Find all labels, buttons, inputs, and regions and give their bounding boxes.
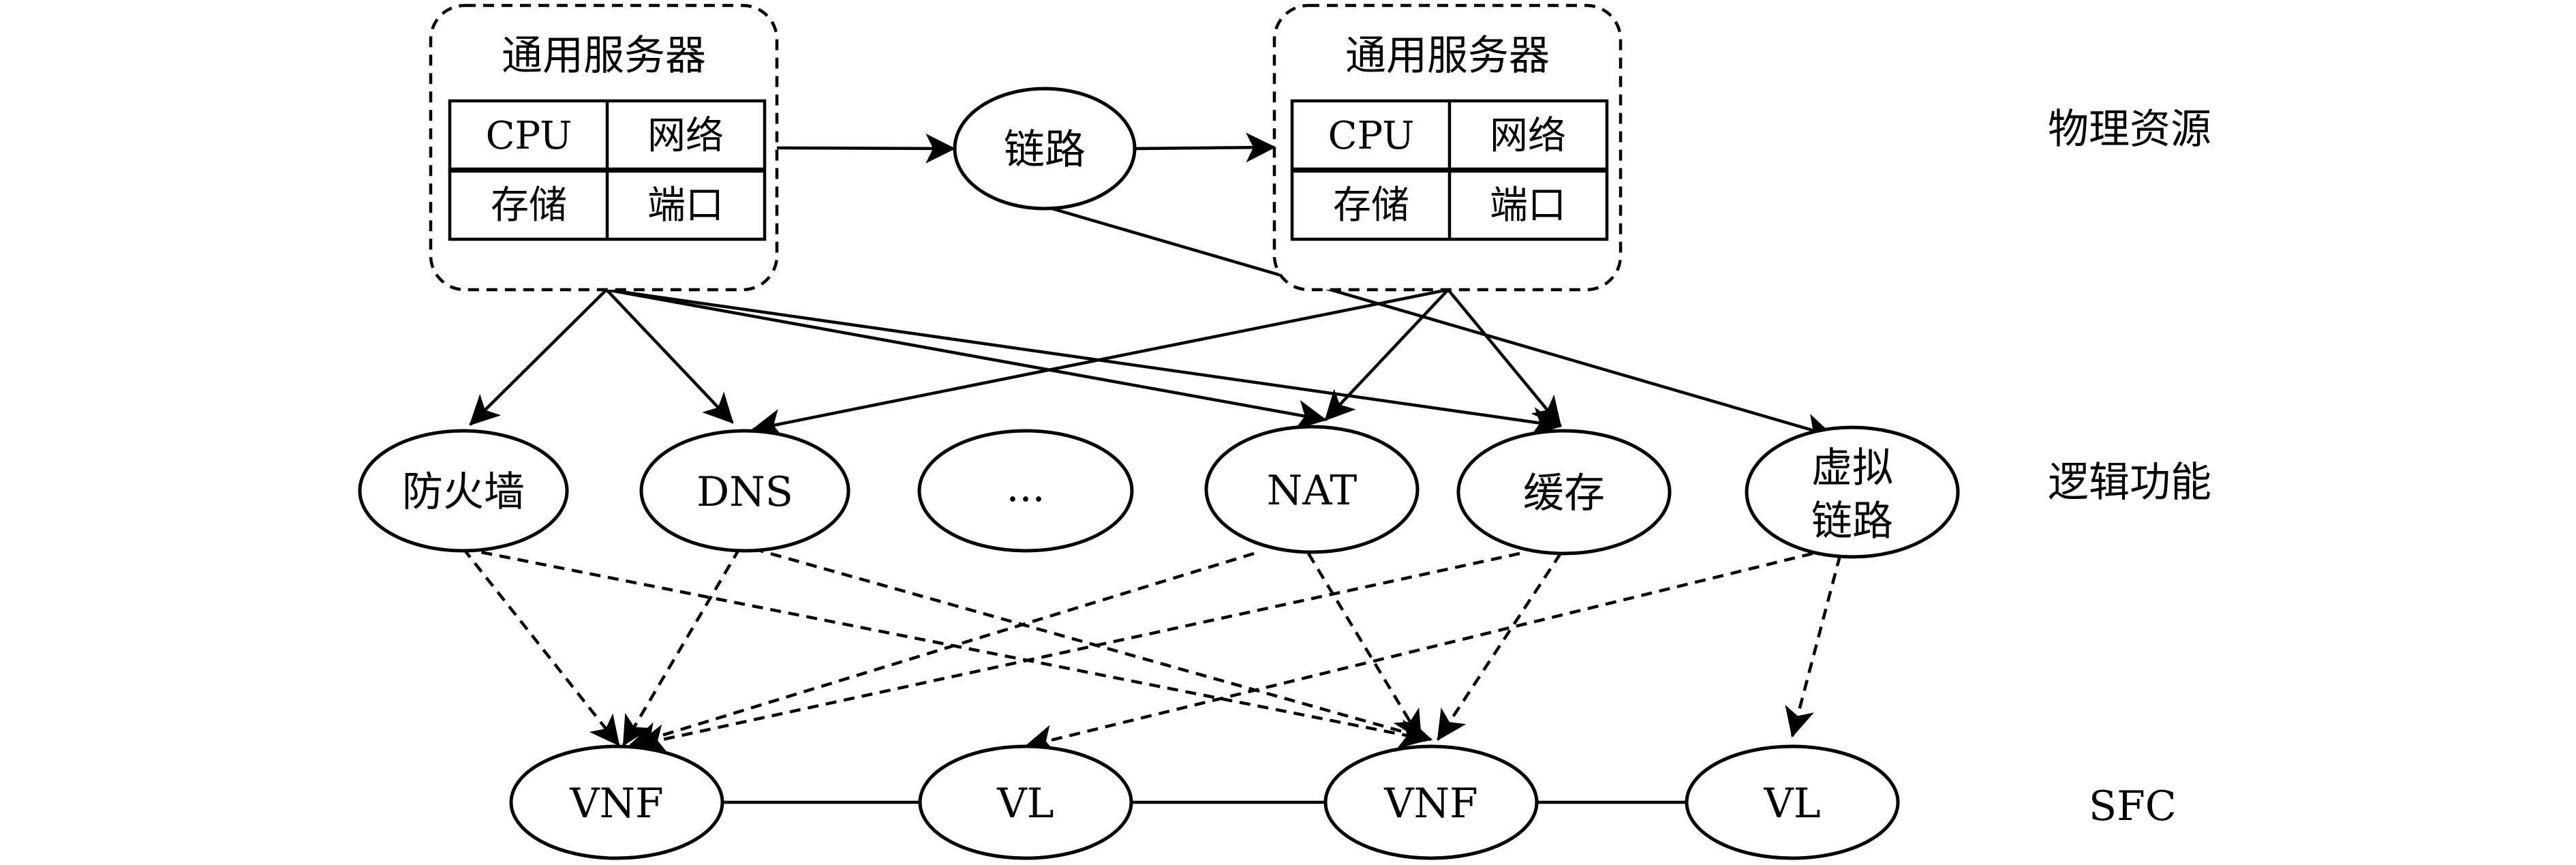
sfc-node-vl2: VL	[1685, 744, 1900, 860]
edge-nat-to-vnf1	[628, 551, 1255, 751]
virtual-link-node-shape	[1745, 425, 1960, 559]
firewall-node-shape	[358, 429, 569, 553]
edge-firewall-to-vnf1	[462, 547, 620, 746]
mapping-edges-solid	[469, 204, 1835, 443]
edge-left-server-to-dns	[605, 288, 734, 424]
physical-edges	[776, 132, 1276, 164]
server-right: 通用服务器 CPU 网络 存储 端口	[1272, 3, 1623, 292]
layer-labels: 物理资源 逻辑功能 SFC	[2048, 106, 2211, 830]
link-node-shape	[953, 87, 1137, 211]
vl2-node-label: VL	[1763, 780, 1820, 828]
sfc-node-vnf1: VNF	[509, 744, 724, 860]
server-right-resource-grid	[1290, 99, 1609, 241]
logic-node-virtual-link: 虚拟 链路	[1745, 425, 1960, 559]
edge-right-server-to-cache	[1447, 288, 1562, 427]
virtual-link-node-label-line2: 链路	[1811, 498, 1893, 545]
cache-node-label: 缓存	[1523, 470, 1605, 517]
server-left-cpu: CPU	[486, 114, 572, 158]
nat-node-label: NAT	[1267, 467, 1358, 515]
edge-link-to-virtual-link	[1042, 204, 1835, 443]
ellipsis-node-label: ...	[1006, 464, 1045, 511]
logic-node-dns: DNS	[639, 429, 850, 553]
firewall-node-label: 防火墙	[402, 468, 525, 516]
dns-node-shape	[639, 429, 850, 553]
server-left-box	[429, 3, 779, 292]
layer-label-logical: 逻辑功能	[2048, 459, 2211, 506]
dns-node-label: DNS	[696, 468, 793, 516]
edge-right-server-to-nat	[1324, 288, 1450, 421]
edge-link-to-server-right	[1134, 132, 1276, 163]
edge-left-server-to-nat	[606, 288, 1328, 430]
server-right-port: 端口	[1490, 183, 1566, 228]
edge-dns-to-vnf2	[752, 547, 1433, 746]
server-left: 通用服务器 CPU 网络 存储 端口	[429, 3, 779, 292]
vnf2-node-shape	[1323, 744, 1539, 860]
vl2-node-shape	[1685, 744, 1900, 860]
nat-node-shape	[1204, 425, 1420, 554]
server-left-title: 通用服务器	[502, 32, 706, 80]
edge-firewall-to-vnf2	[463, 547, 1430, 749]
vnf1-node-shape	[509, 744, 724, 860]
logic-node-cache: 缓存	[1456, 429, 1672, 556]
cache-node-shape	[1456, 429, 1672, 556]
vl1-node-label: VL	[996, 780, 1054, 828]
logic-node-ellipsis: ...	[917, 429, 1134, 553]
logic-node-nat: NAT	[1204, 425, 1420, 554]
logic-node-firewall: 防火墙	[358, 429, 569, 553]
server-right-network: 网络	[1490, 114, 1566, 158]
ellipsis-node-shape	[917, 429, 1134, 553]
layer-label-physical: 物理资源	[2048, 106, 2211, 153]
sfc-node-vl1: VL	[918, 744, 1133, 860]
server-left-resource-grid	[448, 99, 767, 241]
link-node-label: 链路	[1004, 126, 1086, 174]
vnf2-node-label: VNF	[1383, 780, 1477, 828]
edge-virtual-link-to-vl2	[1785, 555, 1842, 738]
server-right-cpu: CPU	[1328, 114, 1415, 158]
server-right-box	[1272, 3, 1623, 292]
edge-server-left-to-link	[776, 133, 956, 164]
sfc-node-vnf2: VNF	[1323, 744, 1539, 860]
edge-left-server-to-firewall	[469, 288, 608, 426]
vnf1-node-label: VNF	[569, 780, 663, 828]
edge-nat-to-vnf2	[1307, 552, 1422, 741]
server-right-title: 通用服务器	[1345, 32, 1550, 80]
edge-dns-to-vnf1	[622, 547, 741, 746]
edge-left-server-to-cache	[606, 288, 1563, 437]
layer-label-sfc: SFC	[2089, 783, 2177, 830]
server-left-port: 端口	[647, 183, 724, 228]
edge-cache-to-vnf2	[1437, 552, 1562, 741]
server-left-network: 网络	[647, 114, 724, 158]
edge-virtual-link-to-vl1	[1024, 551, 1813, 755]
link-node: 链路	[953, 87, 1137, 211]
edge-cache-to-vnf1	[635, 551, 1520, 754]
server-right-storage: 存储	[1333, 183, 1409, 228]
server-left-storage: 存储	[491, 183, 567, 228]
vl1-node-shape	[918, 744, 1133, 860]
edge-right-server-to-dns	[751, 288, 1449, 439]
virtual-link-node-label-line1: 虚拟	[1811, 444, 1893, 492]
mapping-edges-dashed	[462, 547, 1842, 755]
